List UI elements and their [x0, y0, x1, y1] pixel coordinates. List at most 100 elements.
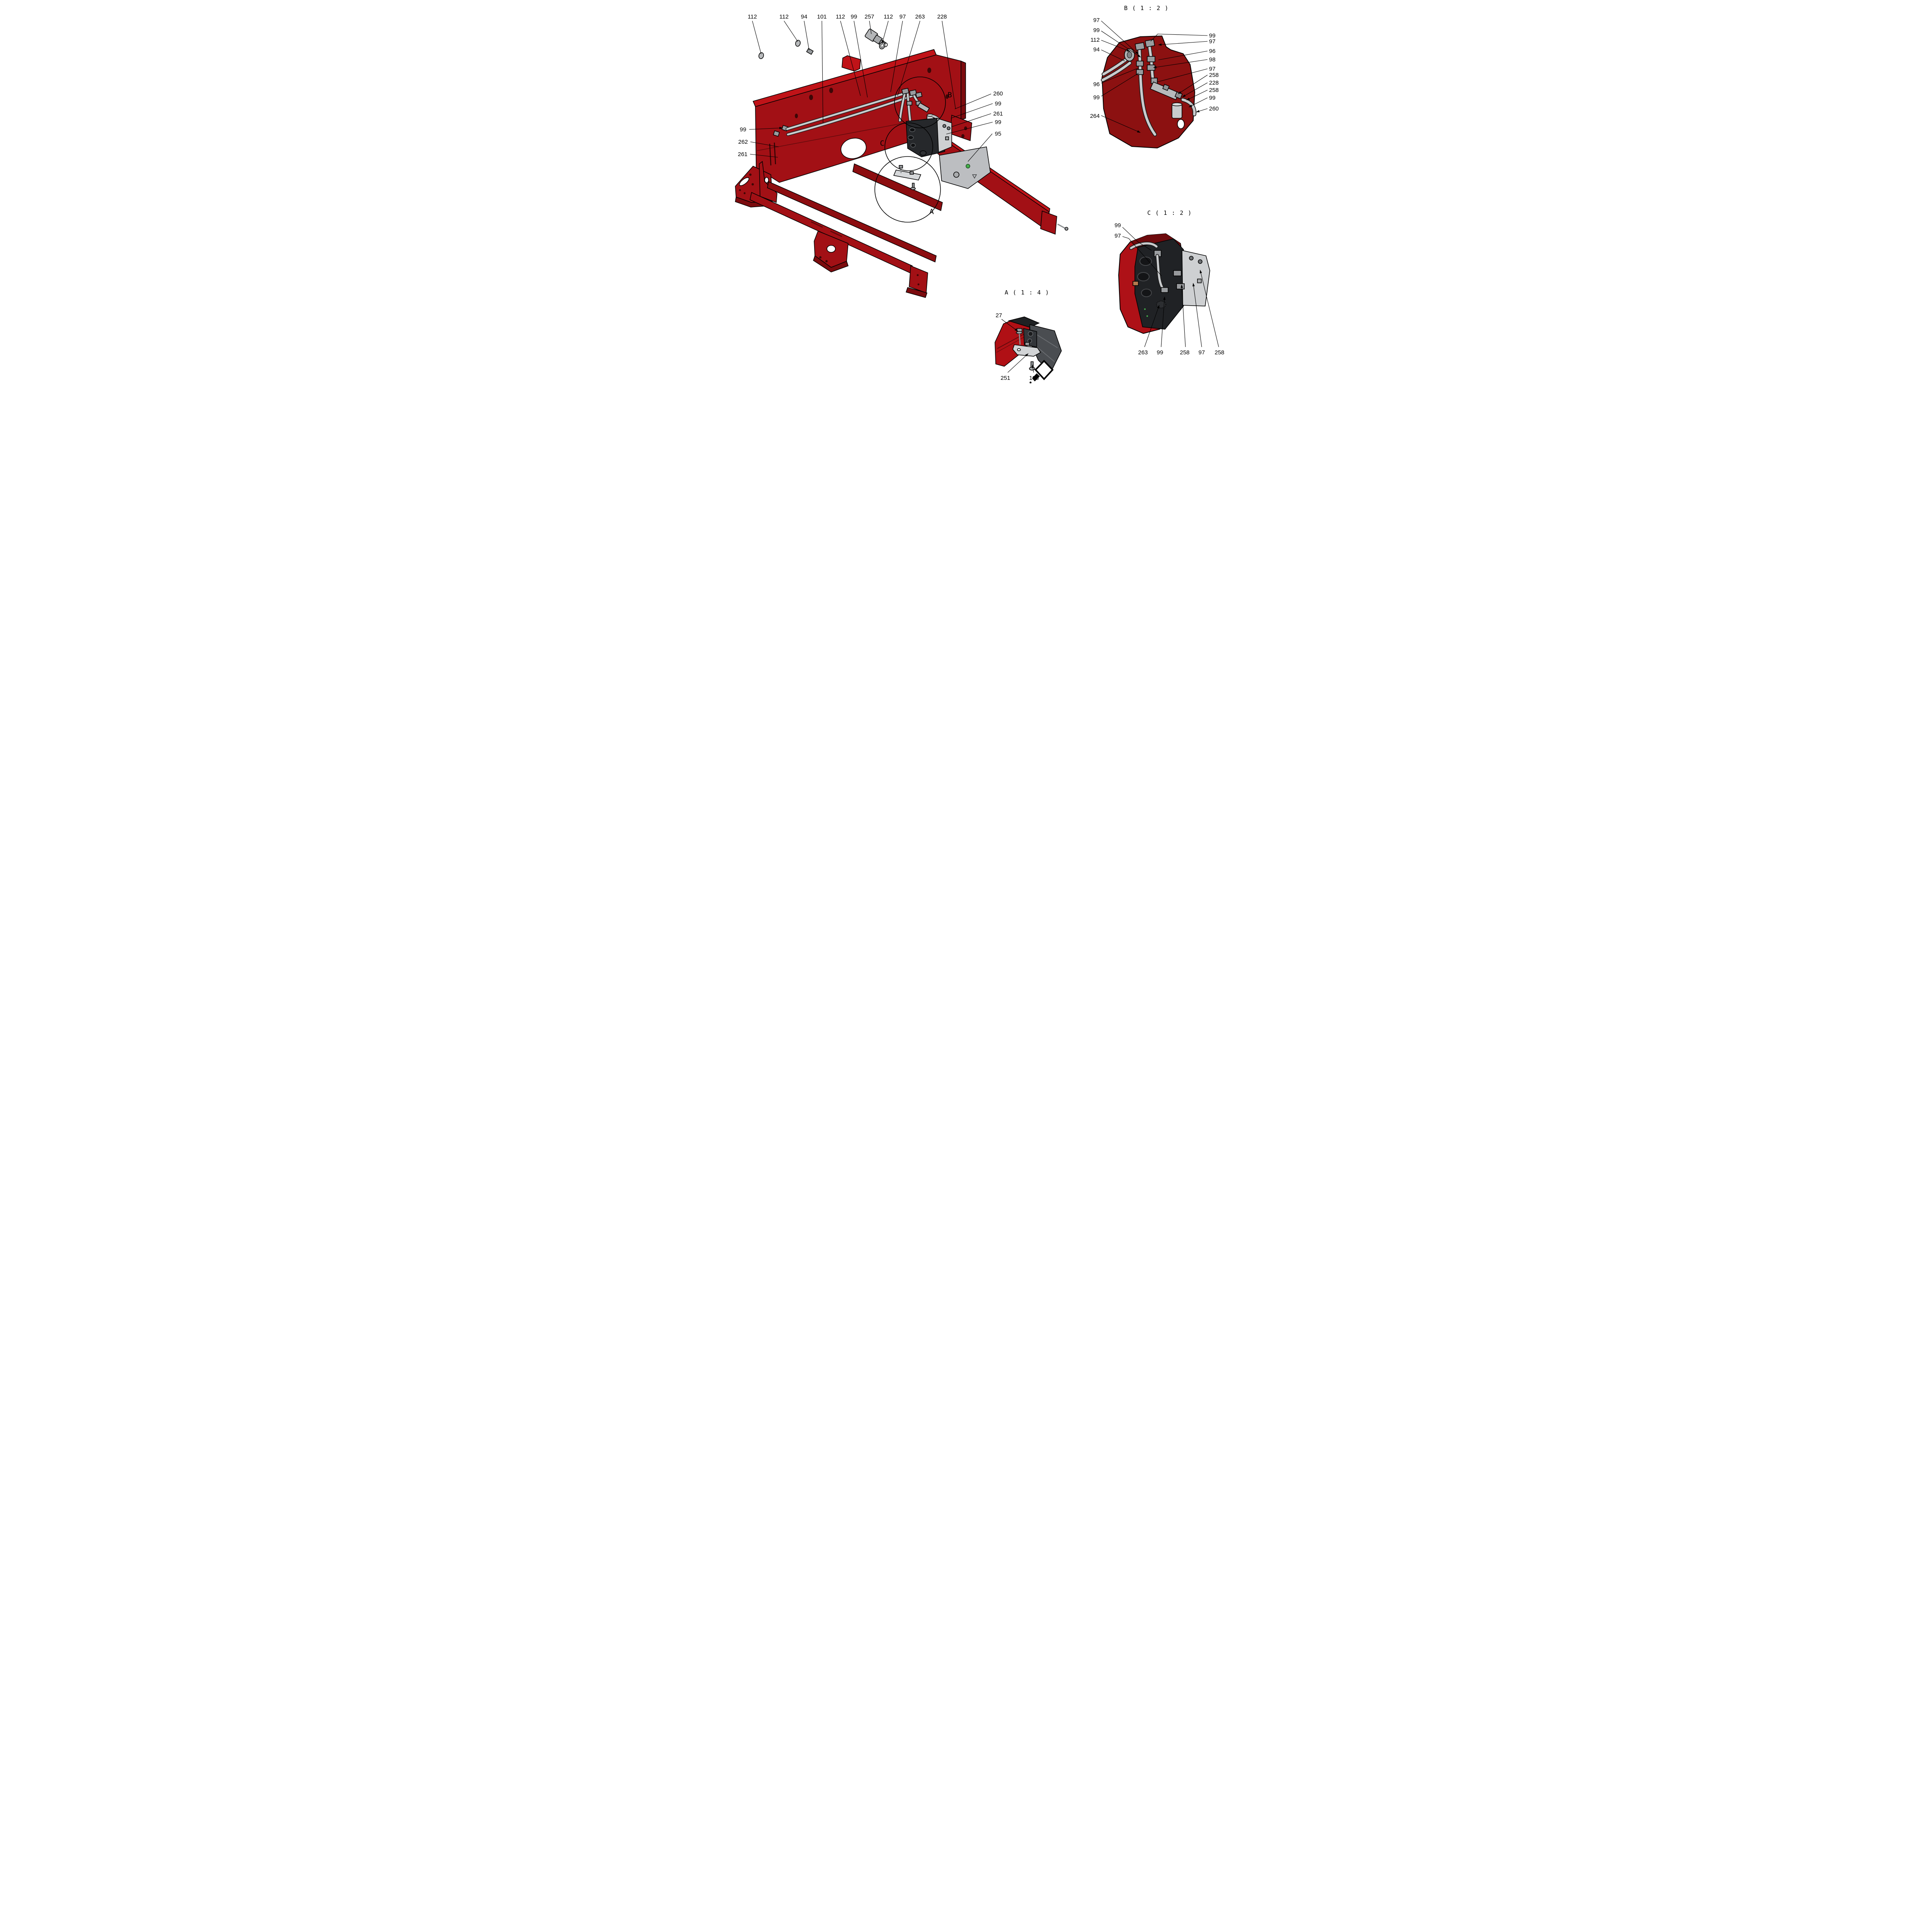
detail-view-b-part-label-112: 112: [1090, 37, 1100, 43]
main-assembly-view-leader-99-15: [951, 103, 993, 119]
detail-view-c-part-label-258: 258: [1214, 349, 1224, 356]
hex-nut-96: [1136, 61, 1144, 66]
detail-view-c-leader-258-4: [1180, 284, 1186, 347]
detail-view-b-part-label-97: 97: [1093, 17, 1100, 24]
oil-bottle-icon: [1029, 360, 1054, 383]
detail-view-b-part-label-258: 258: [1209, 87, 1219, 94]
detail-view-c-leader-99-0: [1122, 227, 1151, 251]
manifold-block: [936, 117, 952, 153]
detail-view-b-part-label-97: 97: [1209, 66, 1216, 72]
detail-view-b-leader-97-8: [1158, 41, 1208, 46]
detail-view-b-part-label-99: 99: [1093, 94, 1100, 101]
cap-cylinder-260: [1171, 104, 1182, 119]
main-assembly-view-part-label-261: 261: [738, 151, 747, 158]
main-assembly-view-leader-112-7: [881, 20, 889, 44]
fitting-94: [806, 48, 814, 55]
detail-view-b-part-label-96: 96: [1093, 81, 1100, 88]
main-assembly-view-part-label-95: 95: [995, 131, 1001, 137]
detail-b-plate: [1101, 35, 1195, 149]
main-assembly-view-part-label-257: 257: [864, 14, 874, 20]
detail-view-b-leader-264-6: [1101, 115, 1141, 133]
main-assembly-view-part-label-260: 260: [993, 90, 1003, 97]
socket-screw: [1189, 256, 1194, 260]
pump-box-95: [939, 146, 991, 189]
frame-top-tab: [841, 55, 861, 71]
detail-view-b-leader-98-10: [1153, 59, 1208, 68]
detail-view-b-leader-99-1: [1101, 31, 1141, 58]
tee-fitting: [1145, 39, 1155, 48]
hex-fitting: [1173, 270, 1182, 276]
mount-bracket: [893, 170, 921, 180]
detail-view-b-leader-258-12: [1177, 75, 1208, 94]
floating-screw: [912, 183, 915, 188]
washer-112: [795, 40, 801, 47]
detail-circle-B: [894, 77, 946, 128]
main-assembly-view-leader-94-2: [803, 20, 810, 51]
main-assembly-view-part-label-99: 99: [995, 119, 1001, 126]
knurled-knob: [919, 150, 927, 156]
rail-end-plate: [1040, 210, 1057, 235]
panel-large-hole: [840, 138, 866, 159]
detail-view-c-part-label-97: 97: [1114, 233, 1121, 239]
detail-view-b-part-label-228: 228: [1209, 80, 1219, 86]
main-assembly-view-part-label-99: 99: [740, 126, 746, 133]
side-bracket: [949, 114, 972, 141]
tee-fitting: [1134, 42, 1145, 51]
main-assembly-view-leader-101-3: [821, 20, 823, 123]
main-assembly-view-leader-99-17: [946, 122, 993, 134]
detail-view-c-leader-263-2: [1144, 305, 1160, 347]
detail-letter-A: A: [929, 208, 934, 216]
wing-slot-hole: [739, 177, 749, 186]
detail-view-c-part-label-258: 258: [1180, 349, 1189, 356]
main-assembly-view-leader-112-1: [784, 20, 798, 42]
detail-view-c-part-label-99: 99: [1114, 222, 1121, 229]
detail-view-b-leader-99-15: [1188, 97, 1208, 107]
main-assembly-view-part-label-94: 94: [801, 14, 807, 20]
detail-view-c-part-label-263: 263: [1138, 349, 1148, 356]
main-assembly-view-part-label-101: 101: [817, 14, 827, 20]
main-assembly-view-leader-262-12: [750, 141, 779, 147]
main-assembly-view-leader-228-10: [941, 20, 956, 109]
end-bolt-head: [1064, 227, 1068, 231]
main-assembly-view-leader-112-0: [752, 20, 762, 54]
detail-view-c-part-label-97: 97: [1198, 349, 1205, 356]
bronze-fitting: [1132, 281, 1139, 286]
detail-view-c-leader-99-3: [1160, 296, 1165, 347]
detail-view-b-leader-258-14: [1186, 90, 1208, 100]
detail-view-c: [1118, 233, 1210, 334]
green-indicator: [965, 164, 970, 168]
main-assembly-view-leader-263-9: [897, 20, 920, 96]
nut-258: [1162, 84, 1170, 91]
detail-view-b-leader-96-4: [1101, 68, 1138, 83]
frame-bottom-structure: [735, 114, 1068, 298]
main-assembly-view-leader-95-18: [968, 133, 992, 162]
bulkhead-fitting: [772, 130, 780, 137]
detail-view-b-part-label-97: 97: [1209, 38, 1216, 45]
detail-view-b-leader-99-7: [1150, 34, 1208, 42]
recycle-icon: [972, 174, 977, 179]
main-assembly-view-leader-261-16: [951, 113, 991, 127]
main-assembly-view-leader-260-14: [954, 94, 991, 109]
main-assembly-view-part-label-263: 263: [915, 14, 925, 20]
main-assembly-view-part-label-228: 228: [937, 14, 947, 20]
detail-view-b-title: B ( 1 : 2 ): [1124, 5, 1169, 12]
detail-view-b-leader-96-9: [1158, 51, 1208, 60]
floating-hardware: [758, 29, 888, 59]
detail-view-b-leader-94-3: [1101, 49, 1125, 61]
detail-circle-A: [874, 156, 941, 223]
main-assembly-view-part-label-112: 112: [884, 14, 893, 20]
detail-view-a-part-label-108: 108: [1029, 375, 1039, 381]
bracket-251: [1012, 344, 1041, 357]
parts-diagram-canvas: BAC1121129410111299257112972632289926226…: [735, 5, 1224, 383]
main-assembly-view-leader-97-8: [890, 20, 903, 92]
detail-view-b-leader-99-5: [1101, 73, 1139, 97]
inline-valve-228: [1150, 81, 1179, 100]
hex-nut: [1160, 287, 1168, 293]
detail-view-b-part-label-99: 99: [1209, 95, 1216, 101]
main-assembly-view-leader-112-4: [840, 20, 861, 96]
detail-view-c-leader-258-6: [1199, 270, 1219, 347]
main-assembly-view-part-label-112: 112: [779, 14, 789, 20]
main-assembly-view: [735, 29, 1068, 298]
